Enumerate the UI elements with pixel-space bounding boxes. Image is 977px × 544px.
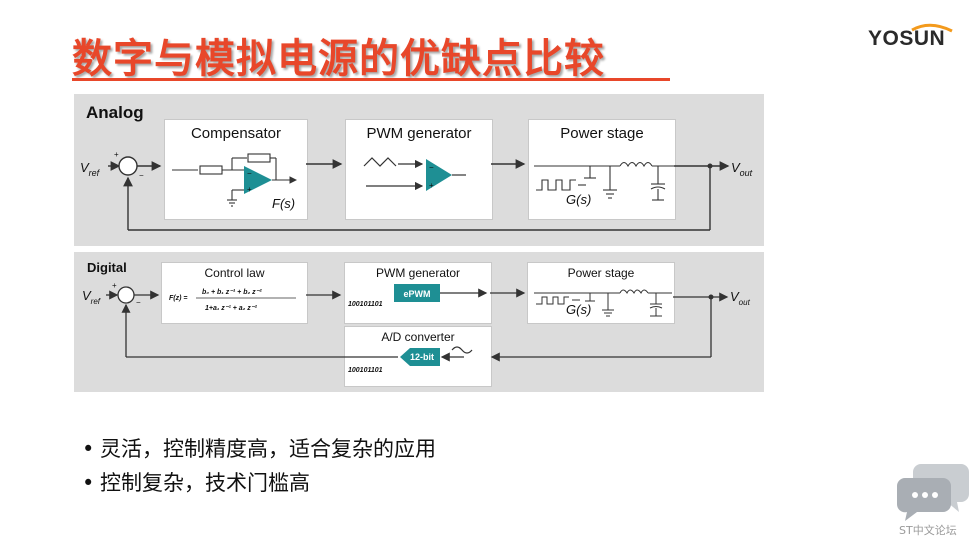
analog-opamp-icon <box>244 166 272 194</box>
bullet-text: 灵活，控制精度高，适合复杂的应用 <box>100 437 436 461</box>
epwm-chip-icon <box>394 284 440 302</box>
analog-vout-label: Vout <box>731 160 753 178</box>
adc-bits-label: 12-bit <box>410 352 434 362</box>
digital-label: Digital <box>87 260 127 275</box>
pwm-comparator-icon <box>426 159 452 191</box>
logo-text: YOSUN <box>868 27 946 50</box>
control-law-title: Control law <box>204 266 265 280</box>
digital-power-stage-circuit <box>534 289 672 317</box>
digital-vout-label: Vout <box>730 289 751 307</box>
bullet-item: •控制复杂，技术门槛高 <box>82 466 436 500</box>
analog-gs-label: G(s) <box>566 192 591 207</box>
yosun-logo: YOSUN <box>868 22 958 54</box>
bullet-list: •灵活，控制精度高，适合复杂的应用 •控制复杂，技术门槛高 <box>82 432 436 500</box>
analog-fs-label: F(s) <box>272 196 295 211</box>
analog-power-stage-title: Power stage <box>560 125 644 142</box>
digital-vref-label: Vref <box>82 288 101 306</box>
compensator-title: Compensator <box>190 125 282 142</box>
epwm-label: ePWM <box>404 289 431 299</box>
opamp-plus: + <box>247 185 252 194</box>
watermark-text: ST中文论坛 <box>899 524 957 537</box>
adc-chip-icon <box>400 348 440 366</box>
analog-label: Analog <box>86 103 144 122</box>
bullet-text: 控制复杂，技术门槛高 <box>100 471 310 495</box>
fz-label: F(z) = <box>169 295 187 302</box>
digital-wiring <box>106 286 729 362</box>
bullet-item: •灵活，控制精度高，适合复杂的应用 <box>82 432 436 466</box>
fz-numerator: b₀ + b₁ z⁻¹ + b₂ z⁻² <box>202 289 262 296</box>
pwm-binary-label: 100101101 <box>348 301 383 308</box>
logo-arc-icon <box>911 23 953 33</box>
digital-sum-minus: − <box>136 298 141 307</box>
comparator-minus: − <box>429 163 434 172</box>
adc-title: A/D converter <box>381 330 455 344</box>
control-law-block: Control law <box>161 262 308 324</box>
analog-pwm-block: PWM generator <box>345 119 493 220</box>
analog-node-dot <box>707 163 713 169</box>
analog-wiring <box>108 156 730 231</box>
digital-power-stage-title: Power stage <box>567 266 635 280</box>
chat-bubble-icon <box>896 464 969 521</box>
compensator-circuit <box>172 153 298 207</box>
bullet-dot: • <box>82 471 95 495</box>
digital-node-dot <box>708 294 714 300</box>
digital-gs-label: G(s) <box>566 302 591 317</box>
analog-vref-label: Vref <box>80 160 101 178</box>
analog-pwm-title: PWM generator <box>366 125 472 142</box>
adc-binary-label: 100101101 <box>348 367 383 374</box>
opamp-minus: − <box>247 169 252 178</box>
title-underline <box>72 78 670 81</box>
slide-title: 数字与模拟电源的优缺点比较 <box>72 36 605 82</box>
comparator-plus: + <box>429 181 434 190</box>
bullet-dot: • <box>82 437 95 461</box>
forum-watermark: ST中文论坛 <box>895 460 971 540</box>
digital-pwm-title: PWM generator <box>375 266 461 280</box>
analog-sum-plus: + <box>114 150 119 159</box>
analog-power-stage-circuit <box>534 161 674 201</box>
fz-denominator: 1+a₁ z⁻¹ + a₂ z⁻² <box>205 305 257 312</box>
analog-power-stage-block: Power stage <box>528 119 676 220</box>
analog-sum-minus: − <box>139 171 144 180</box>
sine-wave-icon <box>451 346 473 354</box>
digital-sum-plus: + <box>112 281 117 290</box>
analog-pwm-circuit <box>363 157 466 191</box>
